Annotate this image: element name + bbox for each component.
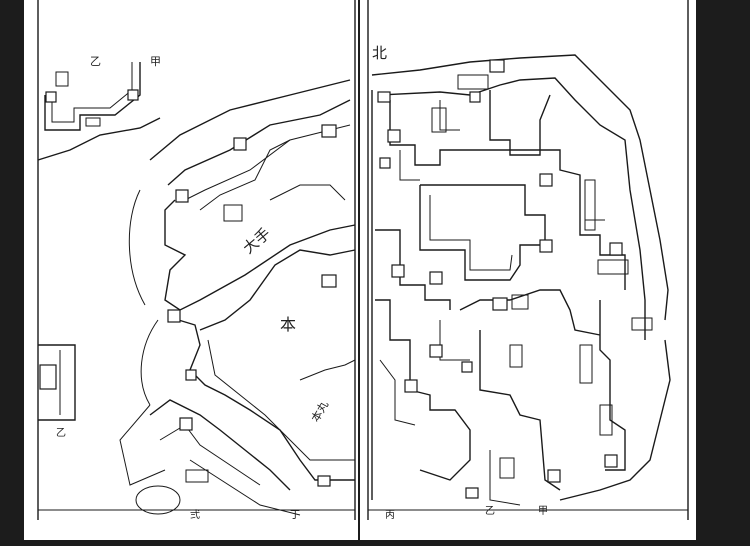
bottom-left-compound (38, 344, 76, 421)
label-kou-top-left: 甲 (150, 55, 161, 68)
ote-bailey (164, 99, 356, 311)
left-page (24, 0, 358, 540)
label-otsu-bottom-left: 乙 (56, 427, 66, 439)
label-hon: 本 (280, 315, 296, 334)
label-kan-bottom-left: 丁 (290, 510, 300, 521)
label-hei-bottom: 丙 (385, 510, 395, 521)
north-enclosure (371, 54, 671, 501)
label-kita: 北 (372, 44, 387, 62)
right-page (360, 0, 696, 540)
label-kou-bottom: 甲 (538, 506, 548, 517)
label-otsu-top-left: 乙 (90, 55, 101, 68)
outer-moat (119, 79, 351, 516)
honmaru (167, 249, 356, 487)
map-labels: 乙 甲 乙 北 大手 本 本丸 丁 弐 丙 乙 甲 (56, 44, 548, 521)
label-san-bottom: 弐 (190, 509, 200, 521)
lower-outer-works (135, 399, 291, 515)
top-left-compound (37, 62, 161, 161)
label-otsu-bottom: 乙 (485, 505, 495, 517)
inner-baileys (371, 90, 653, 506)
